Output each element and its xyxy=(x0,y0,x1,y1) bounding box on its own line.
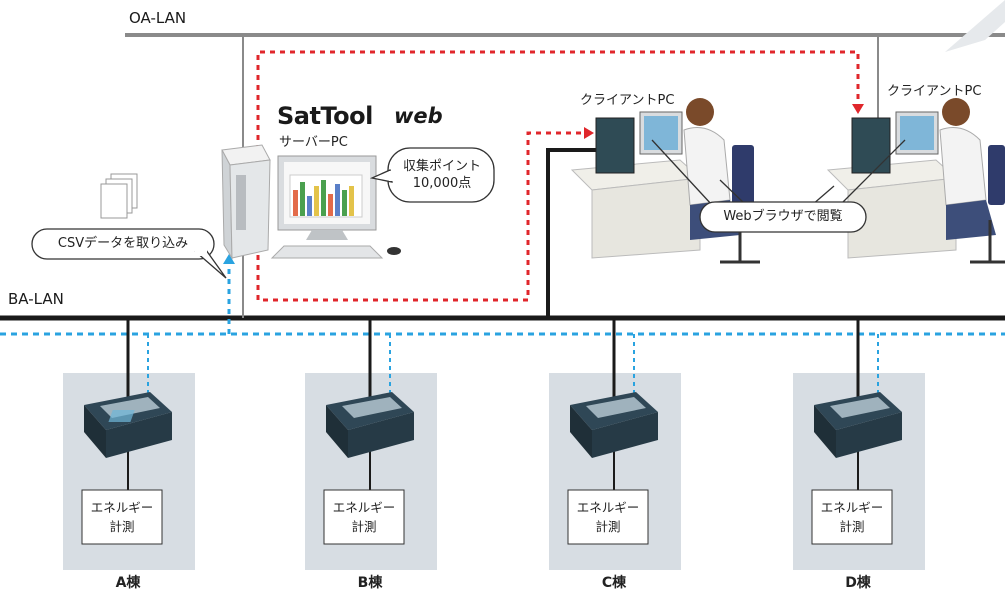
meter-box-d xyxy=(811,489,893,545)
controller-d xyxy=(814,318,902,490)
server-monitor xyxy=(270,155,401,259)
building-a-label: A棟 xyxy=(115,575,141,591)
meter-a-line2: 計測 xyxy=(109,519,135,534)
meter-box-a xyxy=(81,489,163,545)
web-flow-arrow-client1 xyxy=(584,127,594,139)
building-b-label: B棟 xyxy=(357,575,383,591)
browser-bubble-text: Webブラウザで閲覧 xyxy=(723,209,843,224)
controller-b xyxy=(326,318,414,490)
brand-name: SatTool xyxy=(277,102,373,130)
meter-label-a: エネルギー 計測 xyxy=(83,498,161,536)
browser-bubble xyxy=(651,139,906,233)
meter-a-line1: エネルギー xyxy=(90,500,154,515)
web-flow-path-lower xyxy=(256,131,585,302)
meter-d-line1: エネルギー xyxy=(820,500,884,515)
server-tower xyxy=(221,144,271,260)
collection-bubble xyxy=(369,147,495,203)
web-flow-path xyxy=(256,50,860,150)
collection-line1: 収集ポイント xyxy=(402,159,481,174)
documents-icon xyxy=(100,173,138,219)
building-c-label: C棟 xyxy=(601,575,627,591)
csv-bubble-text: CSVデータを取り込み xyxy=(57,236,189,251)
ba-lan-label: BA-LAN xyxy=(8,290,64,308)
client-pc-2-label: クライアントPC xyxy=(887,84,982,99)
brand-suffix: web xyxy=(394,104,443,128)
meter-b-line2: 計測 xyxy=(351,519,377,534)
client-pc-1-label: クライアントPC xyxy=(580,93,675,108)
corner-callout xyxy=(945,0,1005,52)
collection-bubble-text: 収集ポイント 10,000点 xyxy=(390,158,494,192)
meter-label-b: エネルギー 計測 xyxy=(325,498,403,536)
building-d-label: D棟 xyxy=(845,575,871,591)
csv-bubble xyxy=(31,228,227,279)
controller-a xyxy=(84,318,172,490)
web-flow-arrow-client2 xyxy=(852,104,864,114)
oa-lan-label: OA-LAN xyxy=(129,9,187,27)
meter-box-c xyxy=(567,489,649,545)
meter-d-line2: 計測 xyxy=(839,519,865,534)
meter-box-b xyxy=(323,489,405,545)
client-pc-1 xyxy=(570,98,760,264)
meter-label-d: エネルギー 計測 xyxy=(813,498,891,536)
controller-c xyxy=(570,318,658,490)
server-caption: サーバーPC xyxy=(279,135,348,150)
collection-line2: 10,000点 xyxy=(412,176,472,191)
meter-b-line1: エネルギー xyxy=(332,500,396,515)
meter-c-line1: エネルギー xyxy=(576,500,640,515)
csv-flow-arrow xyxy=(223,254,235,264)
client-pc-2 xyxy=(826,98,1005,264)
meter-label-c: エネルギー 計測 xyxy=(569,498,647,536)
meter-c-line2: 計測 xyxy=(595,519,621,534)
